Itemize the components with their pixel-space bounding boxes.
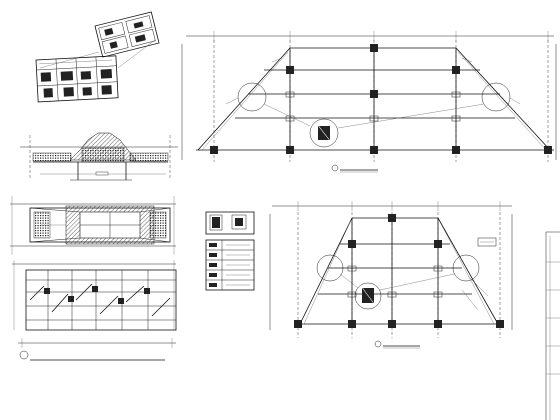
truss-elevation-lower (269, 201, 513, 349)
detail-table (205, 211, 255, 291)
roof-plan-view (10, 196, 176, 255)
roof-section-view (20, 132, 178, 181)
truss-elevation-upper (181, 31, 557, 173)
detail-thumbnail-large (35, 55, 119, 103)
title-block-edge (545, 231, 560, 420)
detail-thumbnail-small (39, 11, 160, 69)
frame-elevation-view (12, 260, 177, 361)
